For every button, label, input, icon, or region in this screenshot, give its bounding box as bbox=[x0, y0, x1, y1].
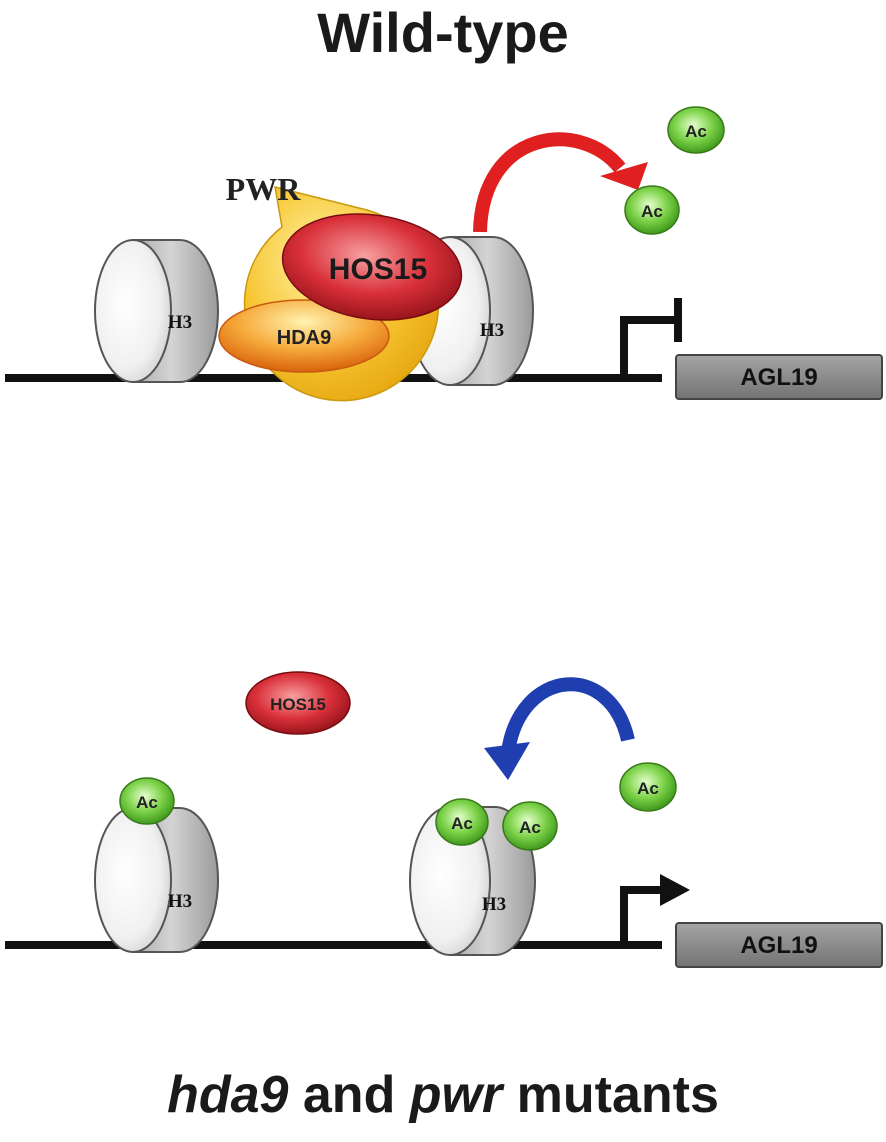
transcription-arrowhead bbox=[660, 874, 690, 906]
agl19-gene-box bbox=[675, 354, 883, 400]
free-acetyl-group: Ac bbox=[619, 762, 677, 812]
nucleosome-h3-2: H3 bbox=[409, 236, 534, 386]
svg-text:Ac: Ac bbox=[519, 818, 541, 837]
nucleosome-h3-1: H3 bbox=[94, 807, 219, 953]
acetylation-arrow bbox=[501, 677, 635, 754]
free-hos15-protein bbox=[245, 671, 351, 735]
promoter-repressed-symbol bbox=[620, 316, 676, 378]
h3-label: H3 bbox=[482, 894, 506, 915]
h3-label: H3 bbox=[168, 891, 192, 912]
svg-text:Ac: Ac bbox=[451, 814, 473, 833]
agl19-gene-box bbox=[675, 922, 883, 968]
free-acetyl-group: Ac bbox=[624, 185, 680, 235]
agl19-label: AGL19 bbox=[740, 932, 817, 959]
hos15-label: HOS15 bbox=[329, 253, 427, 286]
h3-label: H3 bbox=[480, 320, 504, 341]
hda9-protein bbox=[218, 299, 390, 373]
deacetylation-arrow bbox=[473, 132, 626, 233]
title-part-mutants: mutants bbox=[502, 1066, 719, 1124]
agl19-label: AGL19 bbox=[740, 364, 817, 391]
nucleosome-h3-1: H3 bbox=[94, 239, 219, 383]
wild-type-panel: H3 H3 PWR HDA9 HOS15 Ac Ac bbox=[5, 106, 883, 402]
mutant-panel: H3 H3 Ac Ac Ac HOS15 Ac bbox=[5, 671, 883, 968]
bound-acetyl-group: Ac bbox=[435, 798, 489, 846]
title-part-pwr: pwr bbox=[409, 1066, 503, 1124]
mutants-title: hda9 and pwr mutants bbox=[0, 1062, 886, 1128]
svg-text:Ac: Ac bbox=[136, 793, 158, 812]
svg-text:Ac: Ac bbox=[637, 779, 659, 798]
bound-acetyl-group: Ac bbox=[119, 777, 175, 825]
svg-text:Ac: Ac bbox=[685, 122, 707, 141]
hos15-label: HOS15 bbox=[270, 695, 326, 714]
pwr-label: PWR bbox=[226, 171, 302, 207]
h3-label: H3 bbox=[168, 312, 192, 333]
svg-text:Ac: Ac bbox=[641, 202, 663, 221]
arrowhead bbox=[484, 742, 530, 780]
arrowhead bbox=[600, 162, 648, 190]
hda9-label: HDA9 bbox=[277, 327, 331, 349]
free-acetyl-group: Ac bbox=[667, 106, 725, 154]
wild-type-title: Wild-type bbox=[317, 1, 569, 64]
title-part-hda9: hda9 bbox=[167, 1066, 289, 1124]
bound-acetyl-group: Ac bbox=[502, 801, 558, 851]
title-part-and: and bbox=[288, 1066, 410, 1124]
promoter-active-symbol bbox=[620, 886, 662, 945]
hos15-protein bbox=[281, 213, 463, 321]
